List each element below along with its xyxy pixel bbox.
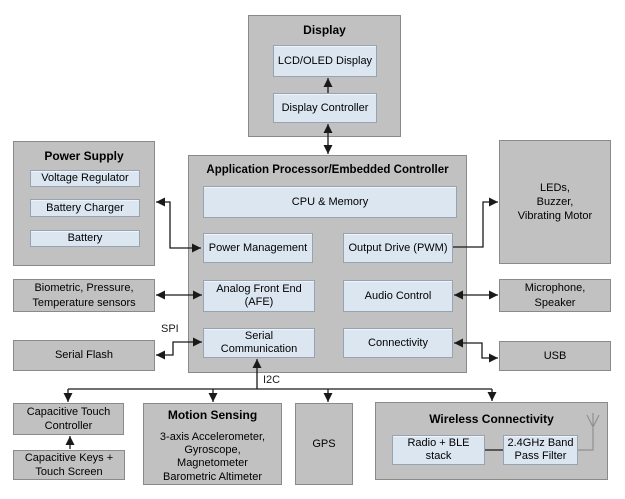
display-controller-chip: Display Controller (273, 93, 377, 123)
capacitive-keys-touchscreen-block: Capacitive Keys + Touch Screen (13, 450, 125, 480)
band-pass-filter-chip: 2.4GHz Band Pass Filter (503, 435, 578, 465)
spi-label: SPI (161, 323, 179, 335)
analog-front-end-chip: Analog Front End (AFE) (203, 280, 315, 312)
wireless-connectivity-title: Wireless Connectivity (429, 412, 554, 426)
power-supply-block: Power Supply Voltage Regulator Battery C… (13, 141, 155, 266)
serial-flash-block: Serial Flash (13, 340, 155, 371)
motion-sensing-block: Motion Sensing 3-axis Accelerometer, Gyr… (143, 403, 282, 485)
audio-control-chip: Audio Control (343, 280, 453, 312)
application-processor-title: Application Processor/Embedded Controlle… (206, 164, 449, 176)
leds-buzzer-motor-block: LEDs, Buzzer, Vibrating Motor (499, 140, 611, 264)
battery-charger-chip: Battery Charger (30, 199, 140, 217)
display-block: Display LCD/OLED Display Display Control… (248, 15, 401, 137)
gps-block: GPS (295, 403, 353, 485)
cpu-memory-chip: CPU & Memory (203, 186, 457, 218)
connectivity-chip: Connectivity (343, 328, 453, 358)
capacitive-touch-controller-block: Capacitive Touch Controller (13, 403, 124, 435)
output-drive-pwm-chip: Output Drive (PWM) (343, 233, 453, 263)
radio-ble-stack-chip: Radio + BLE stack (392, 435, 485, 465)
battery-chip: Battery (30, 230, 140, 247)
microphone-speaker-block: Microphone, Speaker (499, 279, 611, 312)
application-processor-block: Application Processor/Embedded Controlle… (188, 155, 467, 373)
motion-sensing-title: Motion Sensing (167, 408, 258, 422)
i2c-label: I2C (263, 374, 281, 386)
usb-block: USB (499, 341, 611, 371)
motion-sensing-body: 3-axis Accelerometer, Gyroscope, Magneto… (159, 431, 266, 483)
biometric-sensors-block: Biometric, Pressure, Temperature sensors (13, 279, 155, 312)
power-supply-title: Power Supply (44, 149, 124, 163)
display-title: Display (303, 23, 346, 37)
voltage-regulator-chip: Voltage Regulator (30, 170, 140, 187)
lcd-oled-display-chip: LCD/OLED Display (273, 45, 377, 77)
power-management-chip: Power Management (203, 233, 313, 263)
wireless-connectivity-block: Wireless Connectivity Radio + BLE stack … (375, 402, 608, 480)
serial-communication-chip: Serial Communication (203, 328, 315, 358)
